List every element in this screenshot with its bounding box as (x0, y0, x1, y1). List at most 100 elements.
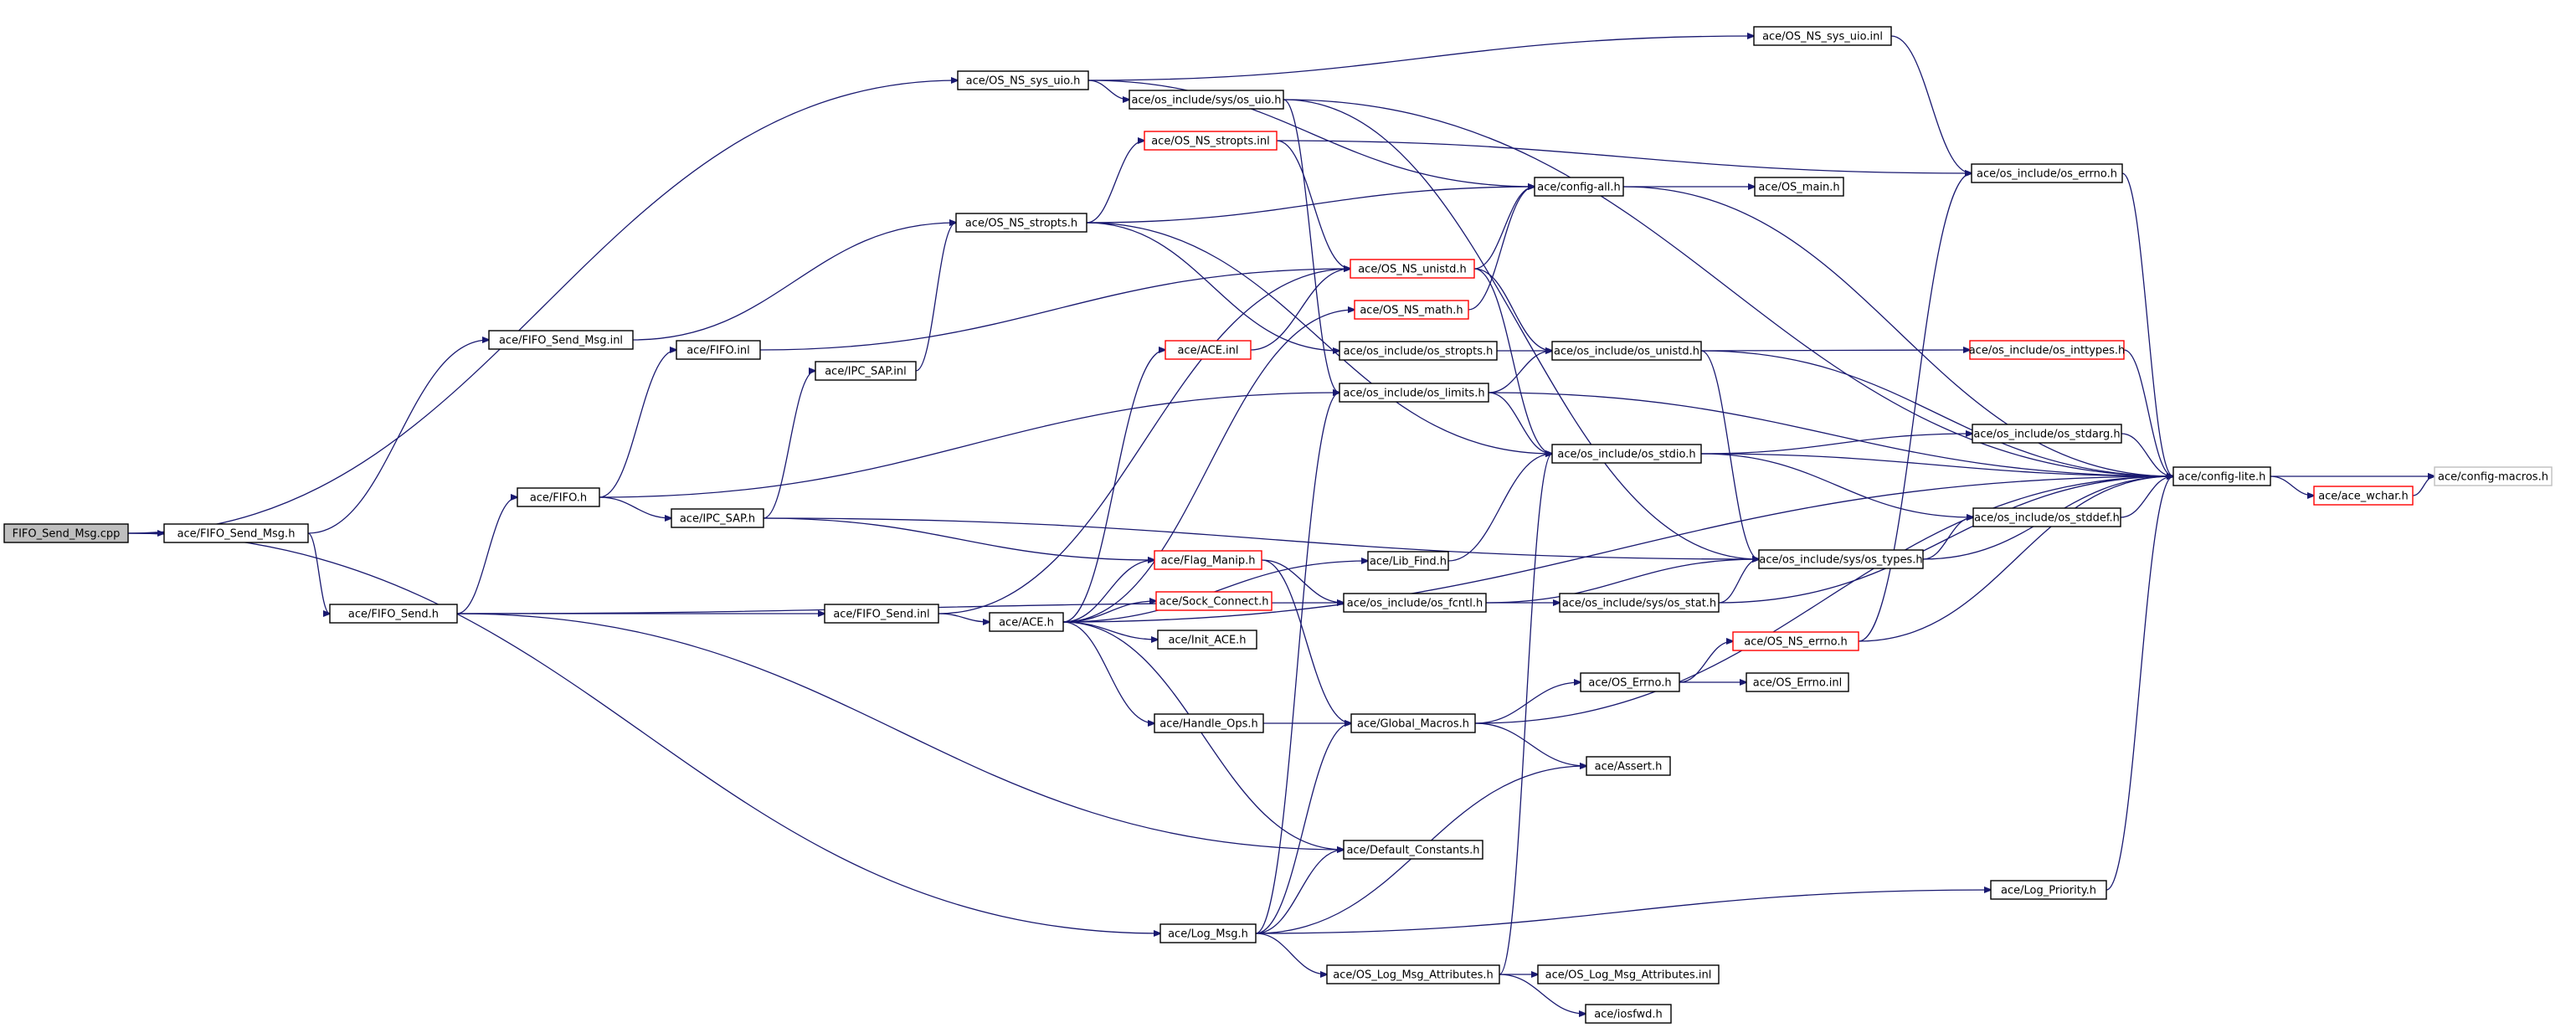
node-box[interactable] (2434, 466, 2553, 486)
node-handle[interactable]: ace/Handle_Ops.h (1154, 713, 1264, 733)
node-os-errno[interactable]: ace/os_include/os_errno.h (1971, 163, 2123, 183)
node-defconst[interactable]: ace/Default_Constants.h (1343, 840, 1483, 860)
node-box[interactable] (3, 523, 129, 543)
node-flag[interactable]: ace/Flag_Manip.h (1154, 550, 1262, 570)
node-fifo-h[interactable]: ace/FIFO.h (517, 487, 600, 507)
node-os-stdio[interactable]: ace/os_include/os_stdio.h (1551, 444, 1702, 464)
node-box[interactable] (1990, 880, 2107, 900)
node-box[interactable] (824, 604, 939, 624)
node-os-stat[interactable]: ace/os_include/sys/os_stat.h (1559, 593, 1720, 613)
node-logprio[interactable]: ace/Log_Priority.h (1990, 880, 2107, 900)
node-os-stropts[interactable]: ace/os_include/os_stropts.h (1339, 341, 1498, 361)
node-stropts-inl[interactable]: ace/OS_NS_stropts.inl (1144, 131, 1278, 151)
node-sock[interactable]: ace/Sock_Connect.h (1155, 591, 1273, 611)
node-config-macros[interactable]: ace/config-macros.h (2434, 466, 2553, 486)
node-box[interactable] (1154, 550, 1262, 570)
node-fsm-h[interactable]: ace/FIFO_Send_Msg.h (163, 523, 309, 543)
node-math-h[interactable]: ace/OS_NS_math.h (1354, 300, 1469, 320)
node-box[interactable] (1551, 444, 1702, 464)
node-iosfwd[interactable]: ace/iosfwd.h (1585, 1004, 1672, 1024)
node-sysuio-h[interactable]: ace/OS_NS_sys_uio.h (957, 70, 1089, 90)
node-box[interactable] (1343, 840, 1483, 860)
node-logattr-inl[interactable]: ace/OS_Log_Msg_Attributes.inl (1537, 964, 1720, 984)
node-ace-inl[interactable]: ace/ACE.inl (1165, 340, 1252, 360)
node-logattr-h[interactable]: ace/OS_Log_Msg_Attributes.h (1326, 964, 1500, 984)
node-config-all[interactable]: ace/config-all.h (1534, 177, 1624, 197)
node-box[interactable] (1350, 713, 1476, 733)
node-box[interactable] (1154, 713, 1264, 733)
node-logmsg[interactable]: ace/Log_Msg.h (1159, 923, 1257, 943)
node-box[interactable] (1343, 593, 1487, 613)
node-box[interactable] (957, 70, 1089, 90)
node-os-inttypes[interactable]: ace/os_include/os_inttypes.h (1969, 340, 2126, 360)
node-sysuio-inl[interactable]: ace/OS_NS_sys_uio.inl (1753, 26, 1892, 46)
node-assert[interactable]: ace/Assert.h (1586, 756, 1671, 776)
node-box[interactable] (1326, 964, 1500, 984)
node-fifo-inl[interactable]: ace/FIFO.inl (676, 340, 761, 360)
node-os-unistd[interactable]: ace/os_include/os_unistd.h (1551, 341, 1702, 361)
node-unistd-h[interactable]: ace/OS_NS_unistd.h (1350, 259, 1475, 279)
node-box[interactable] (1586, 756, 1671, 776)
node-os-types[interactable]: ace/os_include/sys/os_types.h (1758, 549, 1924, 569)
node-box[interactable] (1367, 551, 1449, 571)
node-box[interactable] (1971, 163, 2123, 183)
node-os-main[interactable]: ace/OS_main.h (1754, 177, 1844, 197)
node-box[interactable] (1339, 341, 1498, 361)
node-box[interactable] (1165, 340, 1252, 360)
node-init[interactable]: ace/Init_ACE.h (1157, 630, 1257, 650)
node-os-fcntl[interactable]: ace/os_include/os_fcntl.h (1343, 593, 1487, 613)
node-box[interactable] (517, 487, 600, 507)
node-box[interactable] (1753, 26, 1892, 46)
node-box[interactable] (1972, 507, 2121, 527)
node-box[interactable] (815, 361, 917, 381)
node-fs-inl[interactable]: ace/FIFO_Send.inl (824, 604, 939, 624)
node-ipc-h[interactable]: ace/IPC_SAP.h (671, 508, 764, 528)
node-box[interactable] (1580, 672, 1680, 692)
node-os-sysuio[interactable]: ace/os_include/sys/os_uio.h (1129, 90, 1284, 110)
node-box[interactable] (2172, 466, 2271, 486)
node-box[interactable] (1758, 549, 1924, 569)
node-box[interactable] (955, 213, 1087, 233)
node-box[interactable] (989, 612, 1064, 632)
node-os-errno-h[interactable]: ace/OS_Errno.h (1580, 672, 1680, 692)
node-box[interactable] (671, 508, 764, 528)
node-box[interactable] (1157, 630, 1257, 650)
node-box[interactable] (1972, 424, 2122, 444)
node-os-stdarg[interactable]: ace/os_include/os_stdarg.h (1972, 424, 2122, 444)
node-box[interactable] (676, 340, 761, 360)
node-box[interactable] (1754, 177, 1844, 197)
node-ns-errno[interactable]: ace/OS_NS_errno.h (1732, 631, 1859, 651)
node-box[interactable] (1155, 591, 1273, 611)
node-box[interactable] (2313, 486, 2414, 506)
node-libfind[interactable]: ace/Lib_Find.h (1367, 551, 1449, 571)
node-box[interactable] (1339, 383, 1489, 403)
node-box[interactable] (1350, 259, 1475, 279)
node-box[interactable] (1144, 131, 1278, 151)
node-box[interactable] (1551, 341, 1702, 361)
node-stropts-h[interactable]: ace/OS_NS_stropts.h (955, 213, 1087, 233)
node-box[interactable] (1354, 300, 1469, 320)
node-config-lite[interactable]: ace/config-lite.h (2172, 466, 2271, 486)
node-box[interactable] (329, 604, 458, 624)
node-os-limits[interactable]: ace/os_include/os_limits.h (1339, 383, 1489, 403)
node-ipc-inl[interactable]: ace/IPC_SAP.inl (815, 361, 917, 381)
node-os-stddef[interactable]: ace/os_include/os_stddef.h (1972, 507, 2121, 527)
node-box[interactable] (1746, 672, 1849, 692)
node-fsm-inl[interactable]: ace/FIFO_Send_Msg.inl (488, 330, 634, 350)
node-box[interactable] (1129, 90, 1284, 110)
node-box[interactable] (1559, 593, 1720, 613)
node-box[interactable] (1159, 923, 1257, 943)
node-os-errno-inl[interactable]: ace/OS_Errno.inl (1746, 672, 1849, 692)
node-fs-h[interactable]: ace/FIFO_Send.h (329, 604, 458, 624)
node-ace-wchar[interactable]: ace/ace_wchar.h (2313, 486, 2414, 506)
node-box[interactable] (1969, 340, 2125, 360)
node-box[interactable] (1534, 177, 1624, 197)
node-box[interactable] (163, 523, 309, 543)
node-box[interactable] (1585, 1004, 1672, 1024)
node-global[interactable]: ace/Global_Macros.h (1350, 713, 1476, 733)
node-root[interactable]: FIFO_Send_Msg.cpp (3, 523, 129, 543)
node-box[interactable] (1732, 631, 1859, 651)
node-box[interactable] (488, 330, 634, 350)
node-ace-h[interactable]: ace/ACE.h (989, 612, 1064, 632)
node-box[interactable] (1537, 964, 1720, 984)
